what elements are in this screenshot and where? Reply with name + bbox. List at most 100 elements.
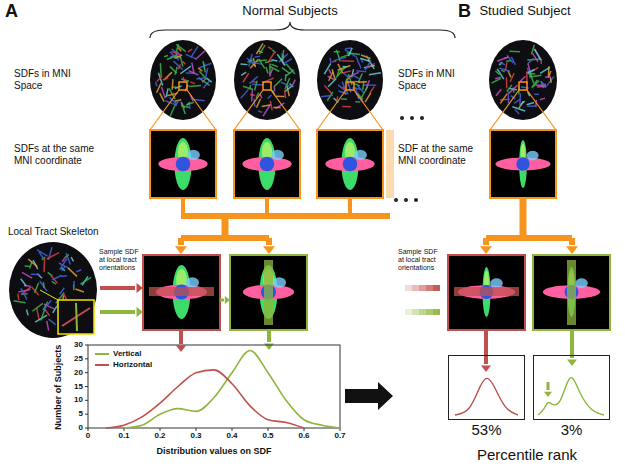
inset-leader	[40, 290, 58, 300]
fiber-stroke	[500, 94, 507, 104]
fiber-stroke	[501, 70, 505, 72]
sdf-lobe	[242, 157, 291, 171]
fiber-stroke	[49, 319, 56, 325]
faded-arrow	[405, 309, 412, 315]
fiber-stroke	[198, 68, 202, 71]
fiber-stroke	[21, 288, 27, 299]
fiber-stroke	[514, 99, 520, 103]
sdf-box	[317, 130, 383, 198]
fiber-stroke	[363, 84, 376, 86]
faded-arrow	[419, 285, 426, 291]
axis-tick: 0.1	[111, 431, 137, 440]
fiber-stroke	[528, 58, 533, 63]
fiber-stroke	[22, 272, 32, 278]
sdf-glyph	[325, 138, 374, 190]
fiber-stroke	[324, 63, 330, 74]
fiber-stroke	[170, 104, 176, 117]
arrow-head	[481, 366, 491, 373]
fiber-stroke	[259, 45, 265, 54]
arrow-head	[264, 344, 274, 351]
fiber-stroke	[274, 87, 276, 92]
fiber-stroke	[520, 76, 525, 81]
fiber-stroke	[336, 96, 338, 100]
zoom-square	[179, 82, 187, 90]
fiber-stroke	[241, 72, 246, 75]
sdf-lobe	[158, 157, 207, 171]
fiber-stroke	[31, 274, 40, 276]
fiber-stroke	[32, 303, 43, 311]
faded-arrow	[426, 309, 433, 315]
fiber-stroke	[369, 73, 381, 75]
arrow-head	[176, 346, 186, 353]
fiber-stroke	[243, 73, 249, 82]
fiber-stroke	[255, 81, 257, 91]
sample-arrow	[100, 286, 135, 290]
fiber-stroke	[61, 275, 67, 277]
fiber-stroke	[75, 289, 83, 292]
fiber-stroke	[370, 87, 374, 93]
arrow-head	[263, 246, 275, 254]
sdf-lobe	[186, 277, 200, 288]
fiber-stroke	[180, 66, 191, 74]
sample-box	[448, 255, 525, 330]
fiber-stroke	[76, 270, 81, 272]
fiber-stroke	[37, 308, 39, 320]
legend-swatch	[95, 353, 109, 355]
fiber-stroke	[178, 65, 180, 70]
tick-mark	[85, 400, 88, 401]
fiber-stroke	[321, 95, 333, 97]
group-brace	[150, 22, 455, 38]
arrow-head	[137, 307, 144, 317]
sdf-lobe	[271, 150, 284, 160]
fiber-stroke	[47, 253, 59, 259]
fiber-stroke	[156, 82, 157, 87]
fiber-stroke	[199, 63, 211, 68]
fiber-stroke	[181, 102, 185, 114]
panel-letter: B	[458, 1, 480, 22]
fiber-stroke	[181, 106, 189, 108]
fiber-stroke	[37, 250, 48, 257]
row-label: SDFs in MNI Space	[14, 68, 96, 91]
fiber-stroke	[329, 58, 331, 63]
result-caption: Percentile rank	[442, 446, 612, 463]
fiber-stroke	[71, 257, 73, 261]
split-line	[178, 238, 184, 245]
faded-arrow	[419, 309, 426, 315]
fiber-stroke	[351, 83, 360, 86]
tick-mark	[232, 428, 233, 431]
fiber-stroke	[258, 111, 262, 112]
fiber-stroke	[287, 86, 289, 96]
fiber-stroke	[545, 76, 551, 78]
fiber-stroke	[499, 62, 505, 64]
fiber-stroke	[356, 71, 366, 72]
fiber-stroke	[284, 59, 291, 63]
sample-box	[143, 255, 220, 330]
fiber-stroke	[47, 321, 49, 331]
sdf-box	[490, 130, 556, 198]
sdf-lobe	[495, 158, 550, 171]
fiber-stroke	[171, 79, 173, 90]
fiber-stroke	[542, 82, 546, 87]
fiber-stroke	[358, 81, 367, 83]
axis-title: Number of Subjects	[53, 327, 63, 447]
zoom-line	[234, 90, 263, 130]
sdf-lobe	[341, 138, 358, 190]
fiber-stroke	[520, 101, 524, 105]
fiber-stroke	[183, 77, 185, 82]
fiber-stroke	[44, 300, 52, 310]
fiber-stroke	[68, 268, 77, 276]
fiber-stroke	[255, 56, 260, 57]
axis-tick: 0	[75, 431, 101, 440]
vertical-sample	[567, 260, 576, 325]
axis-tick: 25	[61, 354, 83, 363]
fiber-stroke	[176, 44, 179, 53]
fiber-stroke	[35, 283, 39, 293]
ellipsis-dot	[420, 116, 424, 120]
fiber-stroke	[270, 101, 272, 110]
down-arrow	[267, 330, 271, 342]
fiber-stroke	[53, 306, 57, 313]
fiber-stroke	[506, 77, 508, 88]
tick-mark	[88, 428, 89, 431]
fiber-stroke	[18, 289, 30, 292]
